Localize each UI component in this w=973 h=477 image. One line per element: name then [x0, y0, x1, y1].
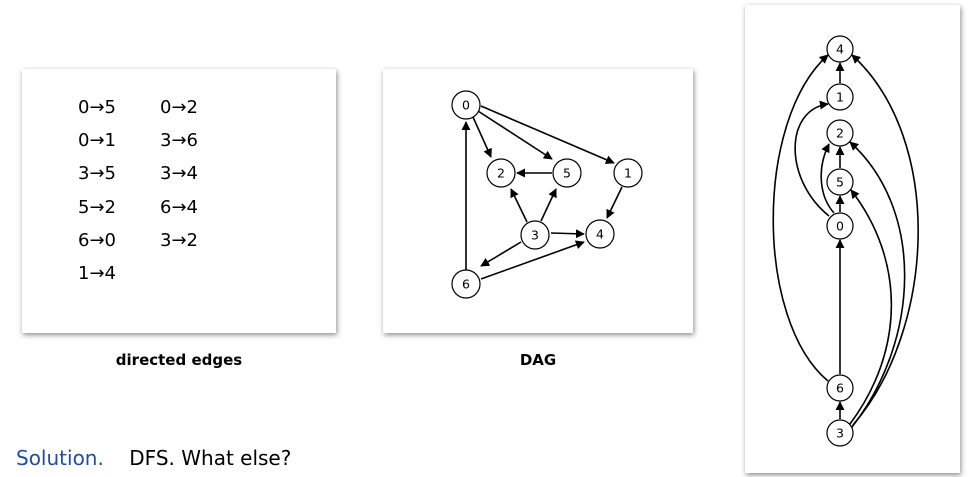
edge-item: 5→2 [78, 196, 116, 218]
dag-node-4: 4 [585, 219, 615, 249]
dag-panel [383, 69, 693, 333]
topo-node-5: 5 [826, 168, 854, 196]
dag-node-1: 1 [613, 158, 643, 188]
solution-line: Solution. DFS. What else? [16, 446, 291, 470]
topo-node-label: 1 [836, 90, 844, 105]
dag-node-label: 0 [462, 98, 470, 113]
dag-node-label: 1 [624, 166, 632, 181]
dag-edge-3-2 [510, 188, 528, 223]
topo-edge-3-2 [849, 141, 906, 428]
dag-node-label: 3 [531, 228, 539, 243]
topo-node-label: 3 [836, 426, 844, 441]
edge-item: 6→4 [160, 196, 198, 218]
edge-item: 0→2 [160, 97, 198, 118]
dag-node-5: 5 [552, 158, 582, 188]
dag-node-label: 4 [596, 227, 604, 242]
edge-list-panel: 0→5 0→2 0→1 3→6 3→5 3→4 5→2 6→4 6→0 3→2 … [22, 69, 336, 333]
edge-item: 6→0 [78, 229, 116, 251]
topo-node-label: 6 [836, 381, 844, 396]
edge-item: 3→5 [78, 163, 116, 185]
topo-edge-0-1 [794, 100, 830, 217]
topo-node-label: 5 [836, 175, 844, 190]
solution-text: DFS. What else? [129, 446, 292, 470]
dag-edge-6-4 [480, 240, 585, 280]
edge-item: 0→5 [78, 97, 116, 118]
dag-node-3: 3 [520, 220, 550, 250]
topo-edge-6-4 [772, 54, 829, 382]
dag-edge-3-6 [480, 241, 522, 267]
dag-node-6: 6 [451, 269, 481, 299]
dag-node-2: 2 [486, 158, 516, 188]
topo-node-label: 4 [836, 42, 844, 57]
dag-edge-1-4 [606, 186, 623, 219]
topo-node-3: 3 [826, 419, 854, 447]
topo-edge-0-2 [820, 143, 835, 214]
dag-caption: DAG [519, 351, 557, 369]
edge-item: 3→2 [160, 229, 198, 251]
dag-edge-3-4 [550, 229, 585, 239]
dag-edges [461, 105, 623, 280]
dag-node-label: 2 [497, 166, 505, 181]
dag-edge-3-5 [540, 188, 557, 222]
dag-edge-0-2 [472, 116, 492, 158]
topo-node-6: 6 [826, 374, 854, 402]
dag-edge-0-1 [480, 105, 615, 164]
topo-edge-3-4 [851, 54, 919, 426]
topological-order-panel [745, 5, 960, 473]
dag-node-label: 6 [462, 277, 470, 292]
topo-node-0: 0 [826, 212, 854, 240]
dag-edge-0-5 [477, 110, 553, 160]
directed-edges-caption: directed edges [115, 351, 243, 369]
topo-node-label: 2 [836, 126, 844, 141]
topo-edges [772, 54, 919, 428]
edge-item: 1→4 [78, 262, 116, 284]
topo-node-label: 0 [836, 219, 844, 234]
topo-edge-3-5 [849, 189, 893, 425]
solution-label: Solution. [16, 446, 104, 470]
edge-item: 0→1 [78, 130, 116, 152]
edge-list: 0→5 0→2 0→1 3→6 3→5 3→4 5→2 6→4 6→0 3→2 … [78, 95, 242, 294]
topo-node-4: 4 [826, 35, 854, 63]
edge-item: 3→4 [160, 163, 198, 185]
dag-node-0: 0 [451, 90, 481, 120]
topo-node-1: 1 [826, 83, 854, 111]
dag-node-label: 5 [563, 166, 571, 181]
edge-item: 3→6 [160, 130, 198, 152]
topo-node-2: 2 [826, 119, 854, 147]
